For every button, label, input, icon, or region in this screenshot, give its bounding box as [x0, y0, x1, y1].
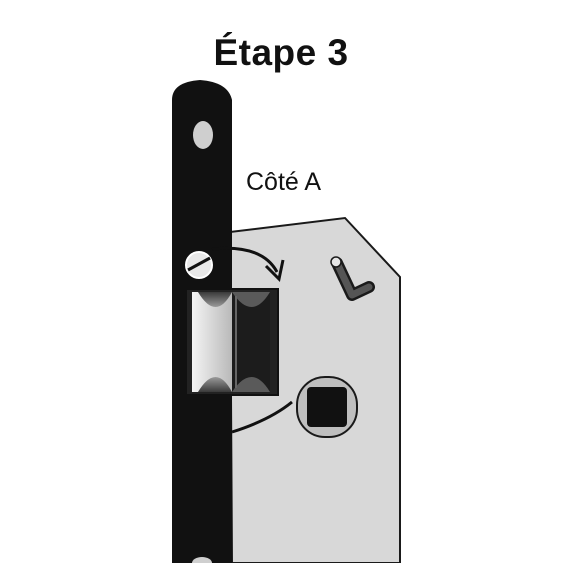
faceplate-top-hole [193, 121, 213, 149]
arc-line [231, 400, 293, 434]
side-label: Côté A [246, 168, 322, 196]
screw-icon [185, 251, 213, 279]
faceplate-bottom-hole [192, 557, 212, 563]
step-title: Étape 3 [213, 32, 349, 73]
latch-bolt [185, 288, 279, 396]
curved-arrow-icon [211, 246, 285, 283]
lever-slot [330, 256, 375, 301]
square-spindle-icon [296, 376, 358, 438]
